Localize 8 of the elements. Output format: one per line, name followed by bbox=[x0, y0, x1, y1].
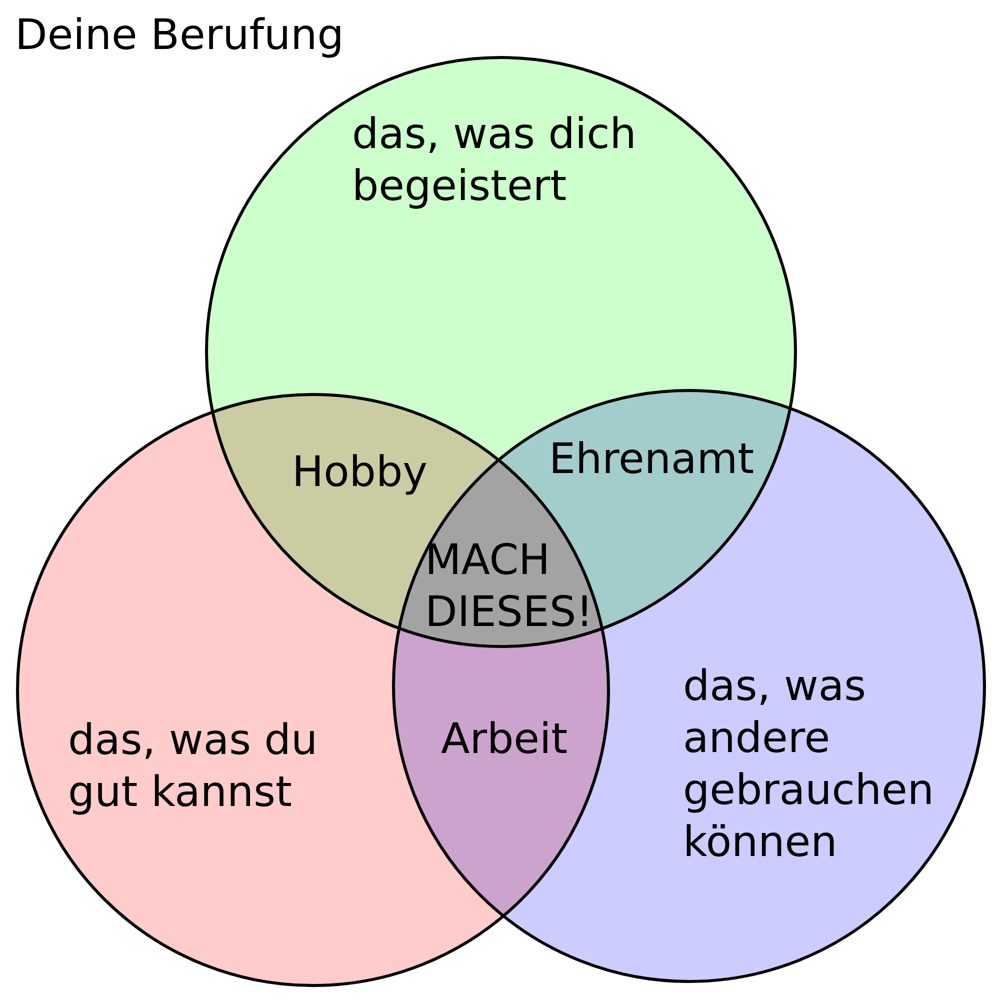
overlap-label: MACH DIESES! bbox=[425, 534, 594, 638]
overlap-label: Arbeit bbox=[441, 713, 569, 765]
overlap-label: Ehrenamt bbox=[549, 433, 756, 485]
overlap-label: Hobby bbox=[292, 446, 428, 498]
set-label: das, was dich begeistert bbox=[352, 108, 638, 212]
set-label: das, was andere gebrauchen können bbox=[683, 660, 935, 868]
set-label: das, was du gut kannst bbox=[68, 714, 319, 818]
diagram-title: Deine Berufung bbox=[15, 9, 344, 61]
